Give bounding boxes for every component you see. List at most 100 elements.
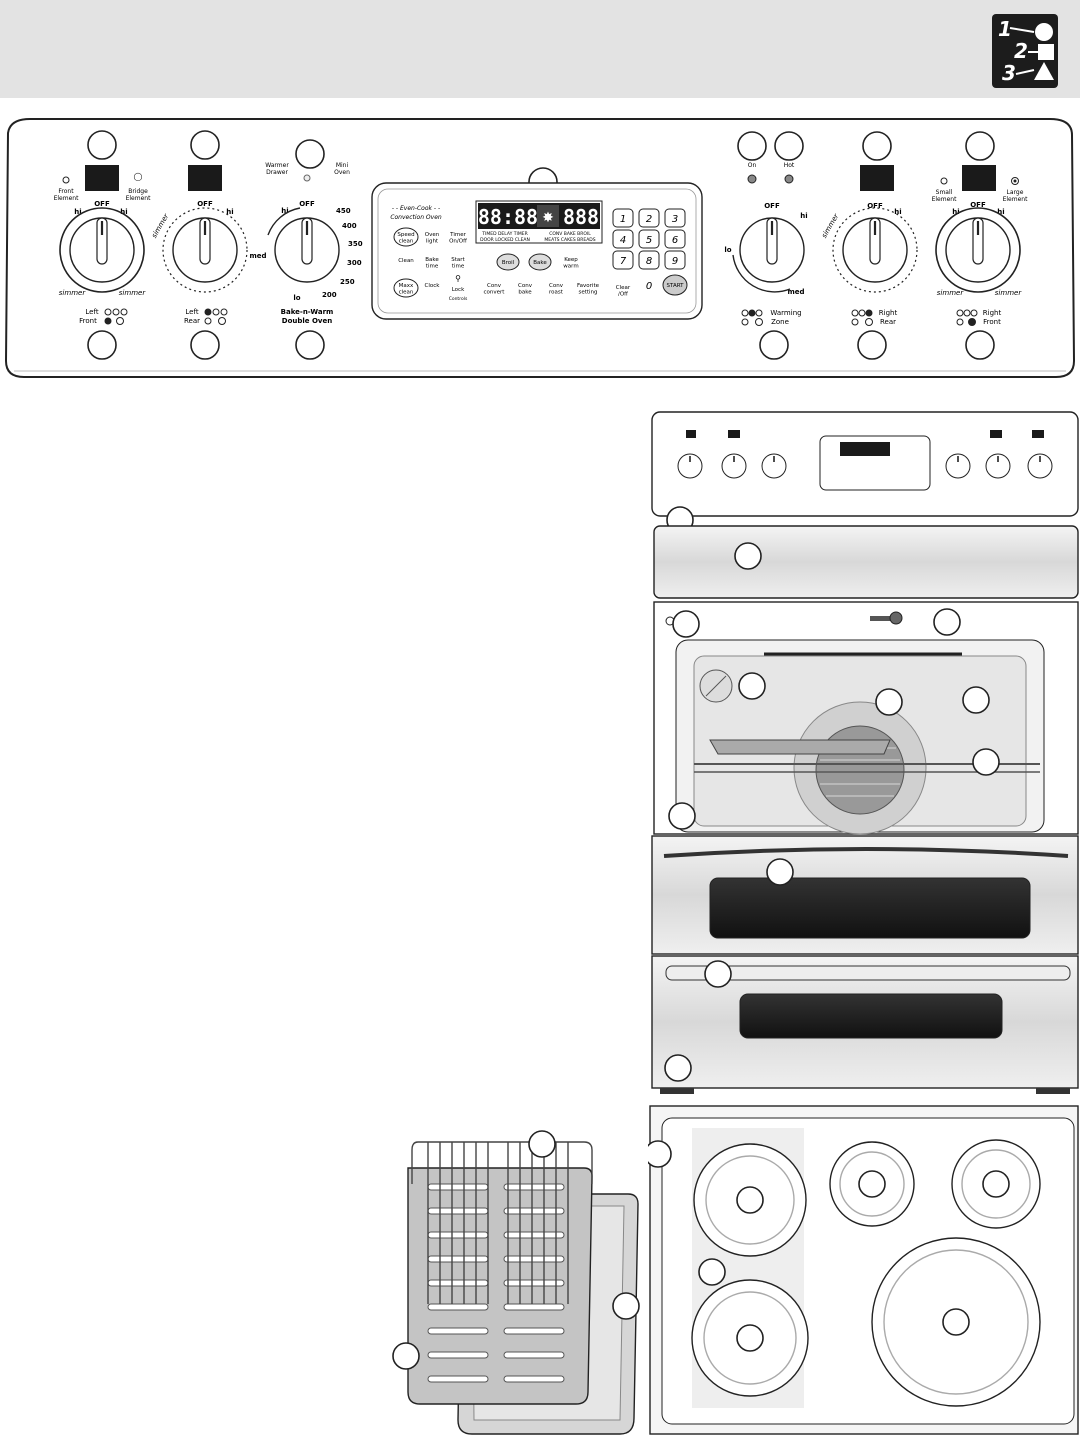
knob-lo-label: lo: [724, 246, 731, 254]
zone-label: Right: [983, 309, 1002, 317]
keypad-label: 1: [620, 214, 626, 225]
display-status: MEATS CAKES BREADS: [544, 237, 595, 243]
knob-simmer-label: simmer: [937, 289, 965, 297]
keypad-7[interactable]: [612, 250, 634, 270]
bake-button[interactable]: [528, 253, 552, 271]
knob-hi-label: hi: [120, 208, 127, 216]
control-touchpad: - - Even-Cook - - Convection Oven 88:88 …: [371, 182, 703, 320]
cooktop-illustration: [648, 1105, 1079, 1435]
callout-circle: [704, 960, 732, 988]
upper-door-handle[interactable]: [663, 847, 1069, 858]
bake-warm-label: Double Oven: [282, 317, 332, 325]
zone-label: Front: [983, 318, 1001, 326]
element-indicator-window: [860, 165, 894, 191]
keypad-6[interactable]: [664, 229, 686, 249]
svg-text:2: 2: [1014, 39, 1028, 63]
knob-hi-label: hi: [997, 208, 1004, 216]
fan-icon: [537, 205, 559, 227]
speed-clean-button[interactable]: [393, 227, 419, 247]
callout-circle: [933, 608, 961, 636]
header-band: [0, 0, 1080, 98]
clean-button[interactable]: Clean: [398, 258, 414, 264]
broil-button[interactable]: [496, 253, 520, 271]
lower-drawer-handle[interactable]: [665, 965, 1071, 981]
callout-circle: [965, 330, 995, 360]
upper-door-window: [709, 877, 1031, 939]
knob-off-label: OFF: [197, 200, 213, 208]
oven-cavity: [653, 601, 1079, 835]
lock-button[interactable]: Lock: [452, 287, 465, 293]
temp-label: 450: [336, 207, 351, 215]
keypad-0[interactable]: 0: [646, 281, 652, 292]
callout-circle: [295, 139, 325, 169]
element-indicator-window: [188, 165, 222, 191]
zone-label: Front: [79, 317, 97, 325]
callout-circle: [737, 131, 767, 161]
callout-circle: [982, 1170, 1010, 1198]
display-status: TIMED DELAY TIMER: [481, 231, 527, 237]
warming-zone-knob-group: OFF hi lo med Warming Zone: [724, 202, 808, 326]
callout-circle: [972, 748, 1000, 776]
broil-pan-in-oven: [709, 739, 891, 755]
keypad-1[interactable]: [612, 208, 634, 228]
door-latch: [889, 611, 903, 625]
temp-label: 200: [322, 291, 337, 299]
control-title: Convection Oven: [390, 214, 442, 221]
keypad-label: 8: [646, 256, 652, 267]
keypad-5[interactable]: [638, 229, 660, 249]
broil-pan-illustration: [392, 1130, 640, 1435]
callout-circle: [965, 131, 995, 161]
knob-hi-label: hi: [281, 207, 288, 215]
knob-hi-label: hi: [800, 212, 807, 220]
bake-warm-label: Bake-n-Warm: [281, 308, 334, 316]
knob-med-label: med: [787, 288, 804, 296]
keypad-label: 6: [672, 235, 678, 246]
start-button[interactable]: [662, 274, 688, 296]
zone-label: Rear: [184, 317, 200, 325]
callout-circle: [962, 686, 990, 714]
callout-circle: [648, 1140, 672, 1168]
zone-diagram-icon: [741, 309, 763, 326]
on-indicator-label: On: [748, 162, 757, 169]
callout-circle: [672, 610, 700, 638]
zone-diagram-icon: [851, 309, 873, 326]
keypad-2[interactable]: [638, 208, 660, 228]
button-label: Broil: [502, 260, 515, 266]
keypad-8[interactable]: [638, 250, 660, 270]
knob-off-label: OFF: [94, 200, 110, 208]
callout-circle: [766, 858, 794, 886]
display-time: 88:88: [478, 205, 538, 229]
keypad-4[interactable]: [612, 229, 634, 249]
clear-off-button[interactable]: Clear/Off: [616, 285, 631, 297]
maxx-clean-button[interactable]: [393, 278, 419, 298]
keypad-3[interactable]: [664, 208, 686, 228]
clock-button[interactable]: Clock: [425, 283, 441, 289]
temp-label: 300: [347, 259, 362, 267]
knob-hi-label: hi: [74, 208, 81, 216]
keypad-9[interactable]: [664, 250, 686, 270]
upper-oven-door: [651, 835, 1079, 955]
mini-control-panel: [651, 411, 1079, 517]
keypad-label: 2: [646, 214, 652, 225]
keypad-label: 7: [620, 256, 627, 267]
knob-lo-label: lo: [293, 294, 300, 302]
callout-circle: [875, 688, 903, 716]
knob-simmer-label: simmer: [995, 289, 1023, 297]
